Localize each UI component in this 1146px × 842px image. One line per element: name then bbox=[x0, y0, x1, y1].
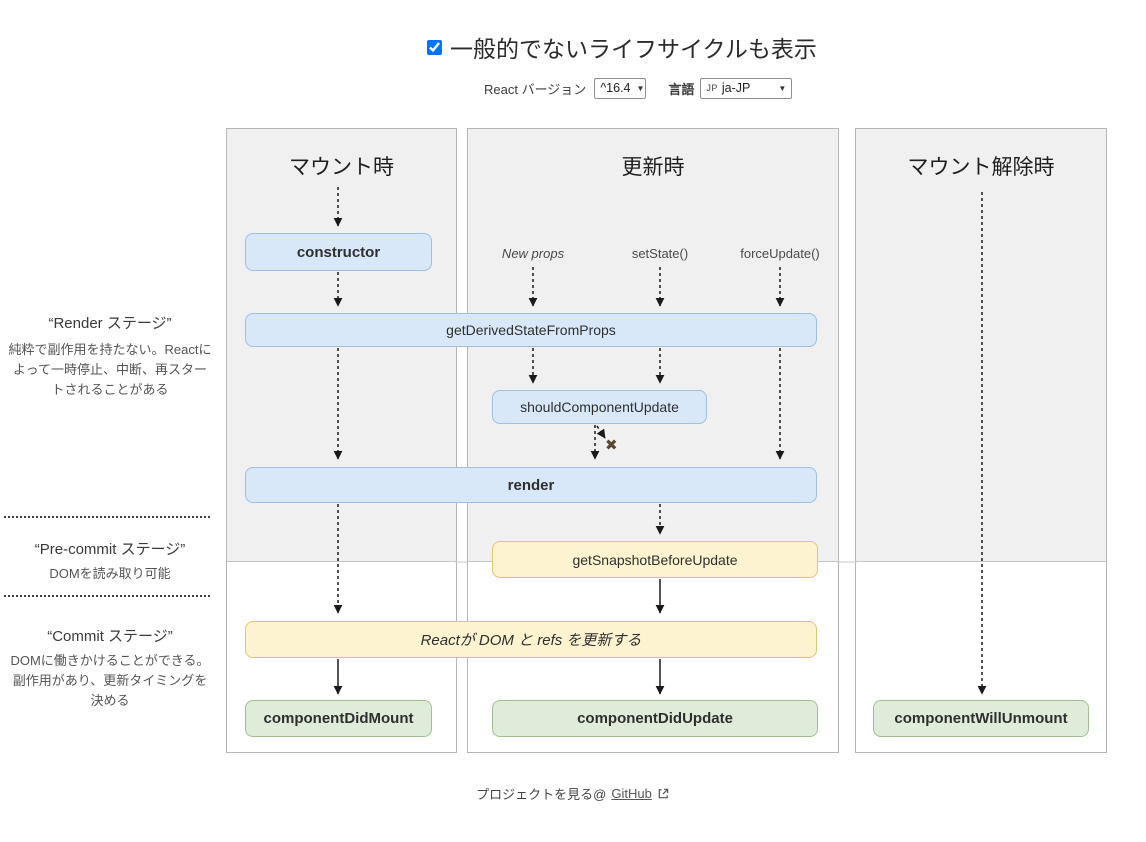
lifecycle-box-constructor[interactable]: constructor bbox=[245, 233, 432, 271]
show-uncommon-lifecycles-label[interactable]: 一般的でないライフサイクルも表示 bbox=[450, 36, 817, 62]
phase-commit-description: DOMに働きかけることができる。副作用があり、更新タイミングを決める bbox=[10, 653, 210, 709]
phase-commit-title: “Commit ステージ” bbox=[47, 628, 173, 645]
column-title-mount: マウント時 bbox=[289, 156, 394, 179]
lifecycle-box-component-did-mount[interactable]: componentDidMount bbox=[245, 700, 432, 737]
language-label: 言語 bbox=[668, 81, 695, 97]
trigger-set-state: setState() bbox=[631, 246, 689, 261]
react-version-label: React バージョン bbox=[484, 81, 587, 97]
language-select[interactable]: JP ja-JP ▼ bbox=[700, 77, 793, 99]
lifecycle-box-get-snapshot-before-update[interactable]: getSnapshotBeforeUpdate bbox=[492, 541, 818, 578]
cancel-x-mark: ✖ bbox=[605, 437, 618, 454]
phase-pre-commit-title: “Pre-commit ステージ” bbox=[34, 541, 186, 558]
lifecycle-box-react-updates-dom: Reactが DOM と refs を更新する bbox=[245, 621, 817, 658]
trigger-new-props: New props bbox=[501, 246, 565, 261]
footer: プロジェクトを見る@ GitHub bbox=[0, 784, 1146, 803]
header-title-row: 一般的でないライフサイクルも表示 bbox=[427, 30, 817, 64]
phase-render-title: “Render ステージ” bbox=[48, 315, 172, 332]
column-unmount: マウント解除時 bbox=[855, 128, 1107, 753]
language-value-group: JP ja-JP bbox=[706, 81, 750, 95]
github-link[interactable]: GitHub bbox=[611, 786, 652, 801]
react-version-value: ^16.4 bbox=[600, 81, 631, 95]
react-version-select[interactable]: ^16.4 ▼ bbox=[594, 77, 647, 99]
render-phase-background bbox=[856, 129, 1106, 562]
language-flag-badge: JP bbox=[706, 83, 718, 93]
show-uncommon-lifecycles-checkbox[interactable] bbox=[427, 39, 442, 55]
column-update: 更新時 bbox=[467, 128, 839, 753]
phase-separator bbox=[4, 595, 210, 597]
language-value: ja-JP bbox=[721, 81, 751, 95]
chevron-down-icon: ▼ bbox=[778, 83, 787, 93]
chevron-down-icon: ▼ bbox=[636, 83, 645, 93]
lifecycle-box-should-component-update[interactable]: shouldComponentUpdate bbox=[492, 390, 707, 424]
column-title-update: 更新時 bbox=[621, 156, 685, 179]
trigger-force-update: forceUpdate() bbox=[740, 246, 820, 261]
header-controls-row: React バージョン ^16.4 ▼ 言語 JP ja-JP ▼ bbox=[484, 76, 793, 100]
footer-text: プロジェクトを見る@ bbox=[476, 787, 607, 802]
phase-pre-commit-description: DOMを読み取り可能 bbox=[49, 566, 171, 581]
phase-separator bbox=[4, 516, 210, 518]
lifecycle-box-component-did-update[interactable]: componentDidUpdate bbox=[492, 700, 818, 737]
phase-render-description: 純粋で副作用を持たない。Reactによって一時停止、中断、再スタートされることが… bbox=[8, 342, 212, 398]
column-mount: マウント時 bbox=[226, 128, 457, 753]
lifecycle-box-component-will-unmount[interactable]: componentWillUnmount bbox=[873, 700, 1089, 737]
external-link-icon bbox=[658, 788, 669, 799]
column-title-unmount: マウント解除時 bbox=[907, 156, 1055, 179]
lifecycle-box-get-derived-state-from-props[interactable]: getDerivedStateFromProps bbox=[245, 313, 817, 347]
lifecycle-box-render[interactable]: render bbox=[245, 467, 817, 503]
